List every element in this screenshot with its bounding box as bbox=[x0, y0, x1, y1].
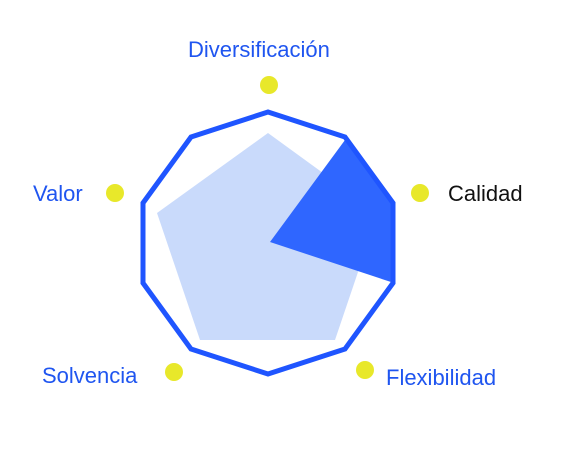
dot-calidad bbox=[411, 184, 429, 202]
dot-flexibilidad bbox=[356, 361, 374, 379]
dot-solvencia bbox=[165, 363, 183, 381]
label-flexibilidad[interactable]: Flexibilidad bbox=[386, 365, 497, 390]
outer-decagon bbox=[140, 109, 396, 377]
label-solvencia[interactable]: Solvencia bbox=[42, 363, 138, 388]
label-diversificacion[interactable]: Diversificación bbox=[188, 37, 330, 62]
highlight-sector-calidad bbox=[270, 140, 391, 282]
label-calidad[interactable]: Calidad bbox=[448, 181, 523, 206]
dot-valor bbox=[106, 184, 124, 202]
dot-diversificacion bbox=[260, 76, 278, 94]
label-valor[interactable]: Valor bbox=[33, 181, 83, 206]
